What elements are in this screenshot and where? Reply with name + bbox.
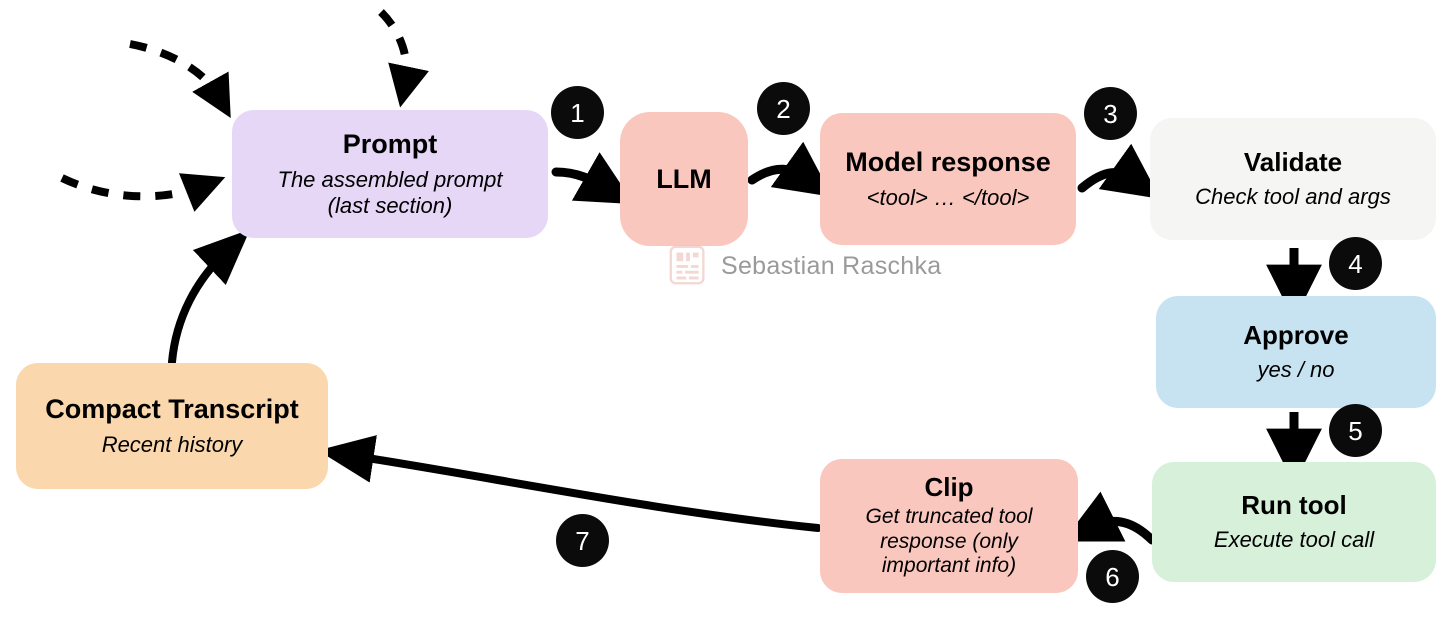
node-prompt-title: Prompt [342, 129, 438, 160]
edge-prompt-to-llm [551, 152, 635, 205]
node-prompt-subtitle-line2: (last section) [327, 192, 453, 218]
watermark: Sebastian Raschka [666, 243, 942, 289]
node-clip-title: Clip [924, 471, 974, 502]
step-badge-4: 4 [1329, 237, 1382, 290]
step-badge-3-label: 3 [1103, 98, 1118, 129]
node-prompt[interactable]: Prompt The assembled prompt (last sectio… [232, 110, 548, 238]
step-badge-4-label: 4 [1348, 248, 1363, 279]
node-approve-title: Approve [1243, 319, 1349, 350]
step-badge-1: 1 [551, 86, 604, 139]
node-validate-title: Validate [1243, 146, 1343, 177]
node-llm[interactable]: LLM [620, 112, 748, 246]
step-badge-7-label: 7 [575, 525, 590, 556]
dashed-input-arrow-2 [378, 9, 429, 108]
node-compact-transcript-title: Compact Transcript [45, 394, 299, 425]
node-validate[interactable]: Validate Check tool and args [1150, 118, 1436, 240]
step-badge-6: 6 [1086, 550, 1139, 603]
step-badge-3: 3 [1084, 87, 1137, 140]
node-run-tool-title: Run tool [1241, 489, 1347, 520]
node-model-response-title: Model response [845, 147, 1051, 178]
node-llm-title: LLM [656, 163, 712, 194]
step-badge-5: 5 [1329, 404, 1382, 457]
edge-compact-transcript-to-prompt [168, 229, 251, 366]
node-clip[interactable]: Clip Get truncated tool response (only i… [820, 459, 1078, 593]
node-run-tool[interactable]: Run tool Execute tool call [1152, 462, 1436, 582]
edge-llm-to-model-response [747, 141, 833, 197]
node-clip-subtitle-line1: Get truncated tool [865, 504, 1033, 528]
step-badge-2-label: 2 [776, 93, 791, 124]
node-approve[interactable]: Approve yes / no [1156, 296, 1436, 408]
step-badge-6-label: 6 [1105, 561, 1120, 592]
node-clip-subtitle: Get truncated tool response (only import… [866, 505, 1033, 579]
node-prompt-subtitle-line1: The assembled prompt [277, 166, 503, 192]
node-model-response-subtitle: <tool> … </tool> [866, 184, 1030, 210]
step-badge-7: 7 [556, 514, 609, 567]
edge-model-response-to-validate [1077, 143, 1161, 199]
node-clip-subtitle-line2: response (only [880, 529, 1018, 553]
step-badge-1-label: 1 [570, 97, 585, 128]
node-model-response[interactable]: Model response <tool> … </tool> [820, 113, 1076, 245]
node-compact-transcript[interactable]: Compact Transcript Recent history [16, 363, 328, 489]
node-approve-subtitle: yes / no [1257, 357, 1335, 383]
node-run-tool-subtitle: Execute tool call [1213, 527, 1375, 553]
edge-run-tool-to-clip [1063, 491, 1157, 545]
dashed-input-arrow-3 [60, 173, 226, 212]
node-validate-subtitle: Check tool and args [1195, 184, 1391, 210]
circuit-logo-icon [669, 245, 705, 285]
dashed-input-arrow-1 [129, 40, 231, 118]
watermark-label: Sebastian Raschka [721, 251, 942, 280]
step-badge-5-label: 5 [1348, 415, 1363, 446]
node-prompt-subtitle: The assembled prompt (last section) [278, 167, 503, 219]
step-badge-2: 2 [757, 82, 810, 135]
node-compact-transcript-subtitle: Recent history [101, 431, 243, 457]
node-clip-subtitle-line3: important info) [881, 554, 1017, 578]
